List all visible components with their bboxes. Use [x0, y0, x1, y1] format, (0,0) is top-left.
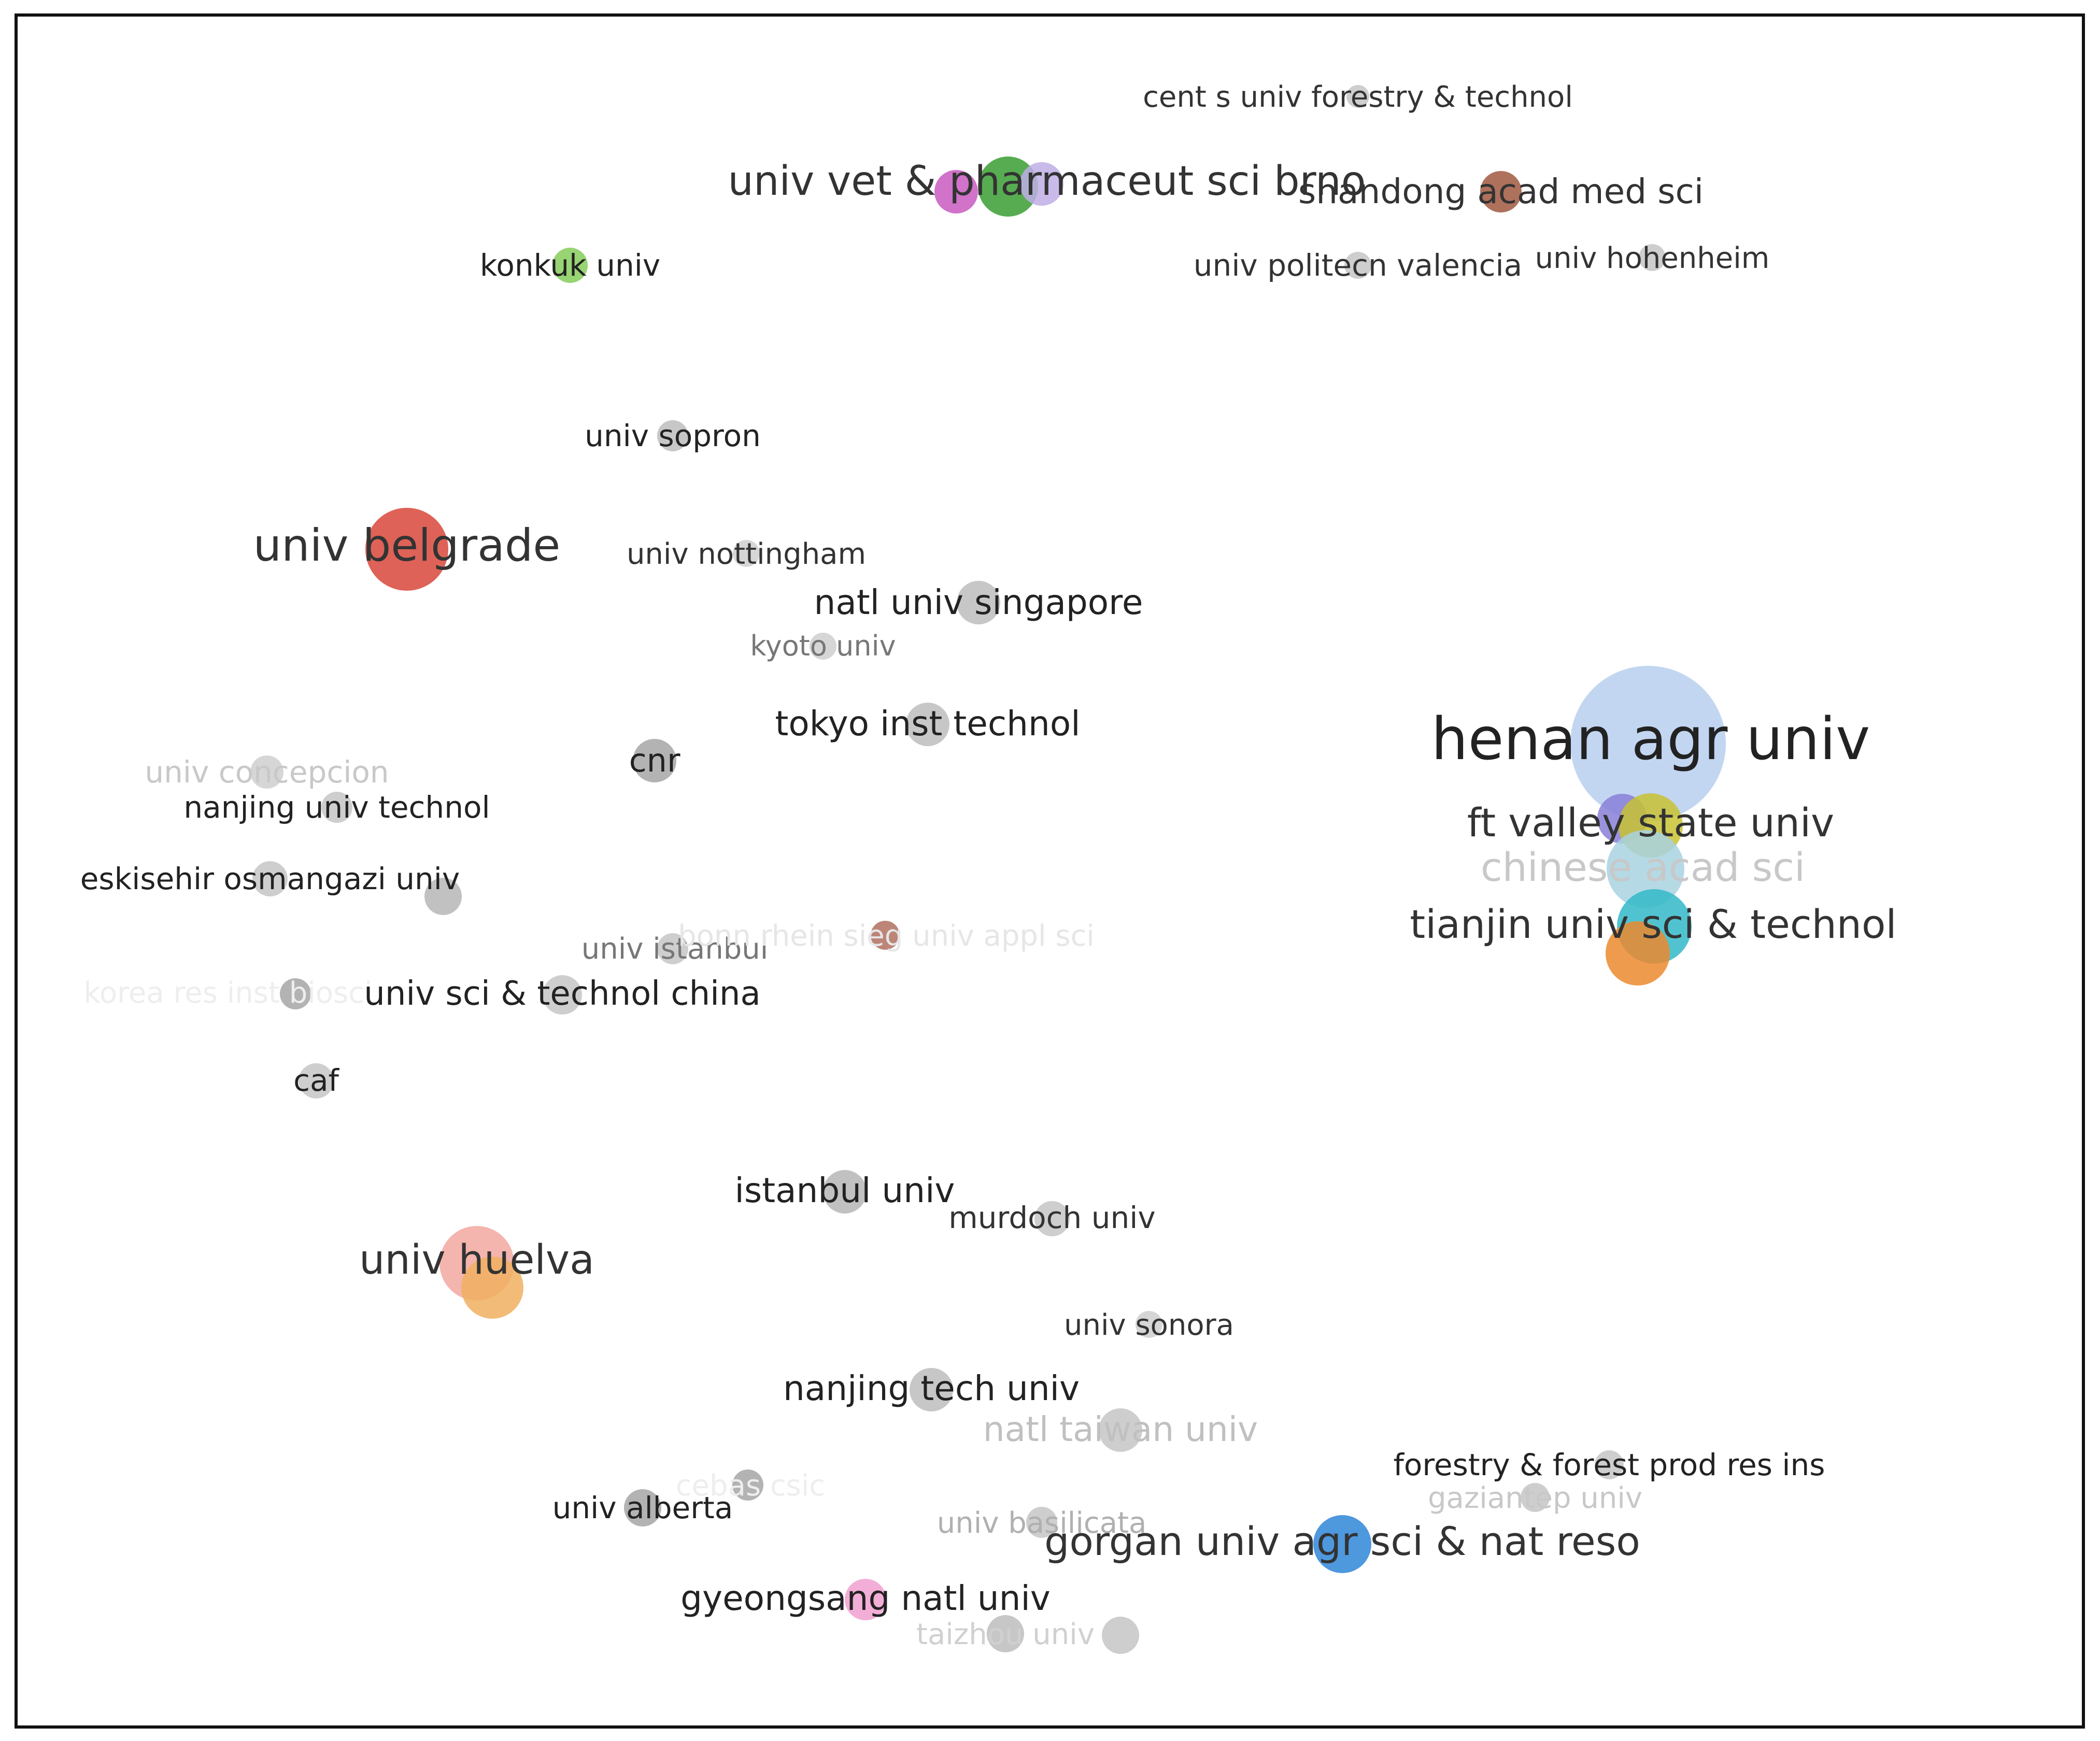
node-label-natl-taiwan-univ: natl taiwan univ	[983, 1409, 1258, 1449]
node-label-gyeongsang-natl-univ: gyeongsang natl univ	[680, 1578, 1051, 1618]
node-label-univ-belgrade: univ belgrade	[253, 520, 561, 572]
node-univ-vet-pharmaceut-brno[interactable]	[978, 156, 1038, 217]
node-label-murdoch-univ: murdoch univ	[948, 1200, 1155, 1235]
node-forestry-forest-prod[interactable]	[1595, 1450, 1624, 1479]
node-cnr[interactable]	[633, 739, 676, 782]
node-label-nanjing-univ-technol: nanjing univ technol	[183, 790, 490, 825]
node-murdoch-univ[interactable]	[1034, 1201, 1070, 1236]
node-label-henan-agr-univ: henan agr univ	[1431, 706, 1870, 773]
node-label-univ-nottingham: univ nottingham	[627, 537, 866, 571]
node-ceba-csic[interactable]	[732, 1469, 763, 1501]
node-gorgan-univ-agr[interactable]	[1313, 1515, 1371, 1573]
node-label-univ-vet-pharmaceut-brno: univ vet & pharmaceut sci brno	[728, 158, 1366, 205]
node-univ-politecn-valencia[interactable]	[1344, 252, 1371, 279]
node-nanjing-univ-technol[interactable]	[321, 792, 352, 823]
node-orange-node-huelva[interactable]	[461, 1257, 523, 1319]
node-label-caf: caf	[293, 1063, 339, 1098]
node-label-tianjin-univ-sci-technol: tianjin univ sci & technol	[1410, 901, 1896, 947]
node-label-istanbul-univ: istanbul univ	[735, 1171, 955, 1210]
node-bonn-rhein-sieg[interactable]	[871, 921, 900, 950]
node-univ-sci-technol-china[interactable]	[543, 975, 582, 1015]
node-caf[interactable]	[299, 1063, 334, 1098]
node-natl-taiwan-univ[interactable]	[1099, 1408, 1142, 1452]
node-label-gorgan-univ-agr: gorgan univ agr sci & nat reso	[1044, 1518, 1640, 1564]
node-label-nanjing-tech-univ: nanjing tech univ	[783, 1368, 1080, 1408]
node-natl-univ-singapore[interactable]	[957, 581, 1000, 624]
node-univ-sonora[interactable]	[1136, 1311, 1162, 1338]
node-label-univ-sopron: univ sopron	[585, 418, 761, 453]
nodes-layer	[250, 85, 1726, 1654]
node-konkuk-univ[interactable]	[552, 248, 588, 283]
node-lavender-node[interactable]	[1020, 162, 1063, 206]
node-korea-res-inst[interactable]	[280, 978, 311, 1009]
node-univ-sopron[interactable]	[657, 420, 688, 451]
node-kyoto-univ[interactable]	[810, 633, 836, 660]
node-label-univ-hohenheim: univ hohenheim	[1535, 241, 1770, 275]
node-label-kyoto-univ: kyoto univ	[750, 630, 896, 662]
node-istanbul-univ[interactable]	[823, 1170, 867, 1214]
node-label-univ-basilicata: univ basilicata	[937, 1506, 1147, 1540]
node-pink-node[interactable]	[934, 170, 978, 213]
node-tokyo-inst-technol[interactable]	[906, 703, 949, 746]
node-cent-s-univ-forestry[interactable]	[1346, 85, 1369, 108]
node-label-univ-huelva: univ huelva	[359, 1237, 594, 1283]
node-shandong-acad-med-sci[interactable]	[1480, 171, 1522, 212]
node-label-eskisehir-osmangazi-univ: eskisehir osmangazi univ	[80, 861, 460, 896]
node-label-chinese-acad-sci: chinese acad sci	[1481, 844, 1805, 890]
node-label-univ-concepcion: univ concepcion	[145, 754, 389, 790]
node-nanjing-tech-univ[interactable]	[910, 1368, 953, 1411]
node-univ-alberta[interactable]	[624, 1489, 661, 1526]
figure-frame	[15, 13, 2085, 1729]
node-grey-node-eskisehir[interactable]	[424, 878, 462, 915]
node-gaziantep-univ[interactable]	[1521, 1483, 1550, 1512]
node-gyeongsang-natl-univ[interactable]	[845, 1579, 886, 1620]
node-label-univ-sonora: univ sonora	[1064, 1308, 1234, 1342]
node-label-forestry-forest-prod: forestry & forest prod res ins	[1393, 1447, 1825, 1482]
node-label-ceba-csic: cebas csic	[676, 1469, 825, 1503]
node-label-univ-politecn-valencia: univ politecn valencia	[1194, 248, 1522, 283]
node-label-korea-res-inst: korea res inst biosci	[83, 976, 372, 1010]
node-label-gaziantep-univ: gaziantep univ	[1428, 1481, 1642, 1515]
node-label-cnr: cnr	[629, 741, 680, 779]
node-henan-agr-univ[interactable]	[1570, 666, 1726, 821]
node-label-ft-valley-state-univ: ft valley state univ	[1467, 800, 1834, 846]
node-label-univ-istanbul: univ istanbul	[581, 932, 769, 966]
node-label-univ-sci-technol-china: univ sci & technol china	[364, 975, 760, 1013]
node-chinese-acad-sci[interactable]	[1607, 830, 1684, 908]
node-label-tokyo-inst-technol: tokyo inst technol	[775, 704, 1080, 744]
node-univ-basilicata[interactable]	[1026, 1507, 1057, 1538]
node-orange-node-tianjin[interactable]	[1606, 921, 1670, 986]
node-label-natl-univ-singapore: natl univ singapore	[814, 582, 1143, 622]
node-univ-nottingham[interactable]	[733, 540, 760, 567]
labels-layer: cent s univ forestry & technol univ vet &…	[80, 80, 1897, 1651]
node-univ-hohenheim[interactable]	[1639, 244, 1666, 271]
node-label-konkuk-univ: konkuk univ	[480, 248, 660, 283]
node-grey-node-taizhou[interactable]	[1102, 1617, 1139, 1654]
node-label-bonn-rhein-sieg: bonn rhein sieg univ appl sci	[678, 919, 1095, 953]
node-univ-belgrade[interactable]	[365, 508, 448, 591]
node-label-univ-alberta: univ alberta	[552, 1490, 733, 1525]
node-eskisehir-osmangazi-univ[interactable]	[252, 861, 288, 896]
node-label-taizhou-univ: taizhou univ	[916, 1618, 1095, 1651]
node-univ-istanbul[interactable]	[657, 933, 688, 964]
node-univ-concepcion[interactable]	[250, 755, 283, 789]
node-label-cent-s-univ-forestry: cent s univ forestry & technol	[1143, 80, 1573, 114]
node-label-shandong-acad-med-sci: shandong acad med sci	[1298, 172, 1704, 211]
node-taizhou-univ[interactable]	[987, 1615, 1024, 1652]
